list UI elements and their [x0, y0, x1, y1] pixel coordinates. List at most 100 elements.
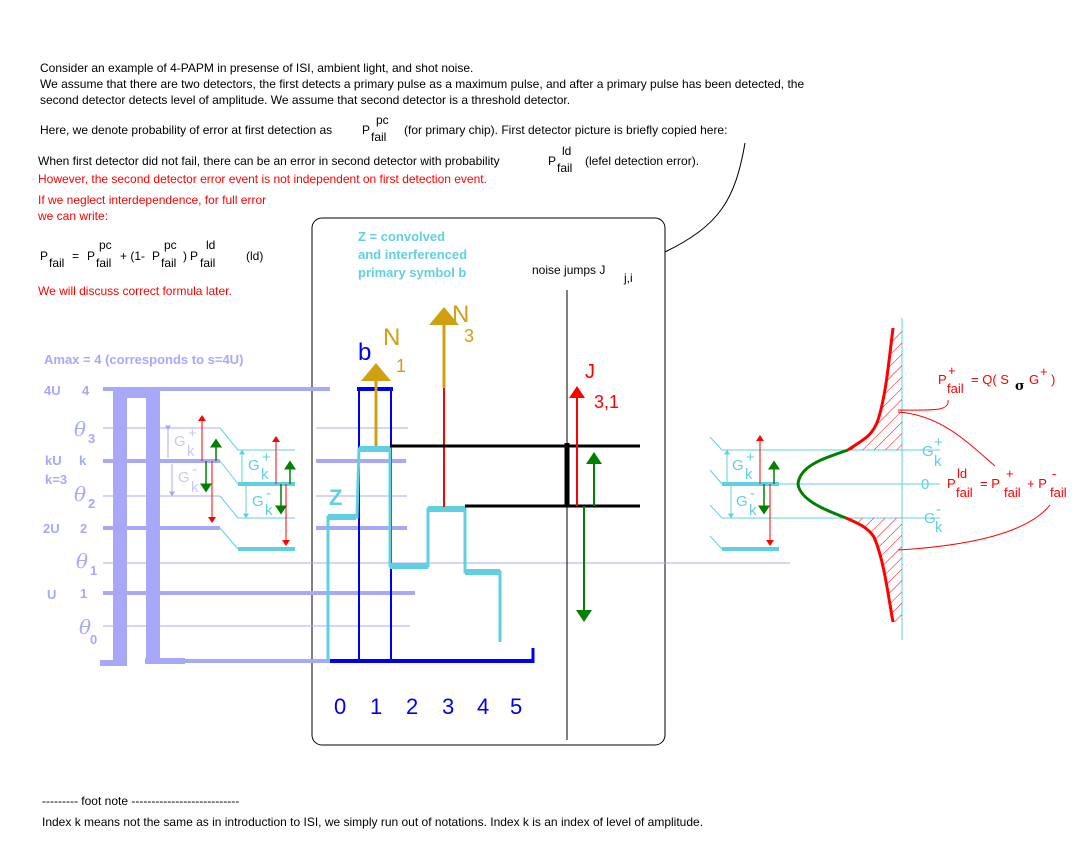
- sym-P: P: [362, 123, 370, 137]
- n3-index: 3: [464, 326, 474, 346]
- right-zero: 0: [921, 476, 929, 493]
- time-ticks: 0 1 2 3 4 5: [334, 694, 522, 719]
- sub: k: [749, 502, 757, 519]
- sub: fail: [1050, 485, 1067, 500]
- G: G: [1029, 372, 1039, 387]
- f-P: P: [190, 249, 198, 263]
- intro-text: Consider an example of 4-PAPM in presens…: [37, 61, 804, 298]
- theta: θ: [76, 549, 88, 573]
- sub: k: [187, 443, 195, 460]
- n1-index: 1: [396, 356, 406, 376]
- theta: θ: [74, 417, 86, 441]
- n1-label: N: [383, 324, 400, 351]
- sup: +: [934, 434, 943, 451]
- z-label: Z: [329, 485, 342, 510]
- theta: θ: [74, 482, 86, 506]
- intro-line-5b: (lefel detection error).: [585, 154, 699, 168]
- f-close: ): [183, 249, 187, 263]
- G-plus: G: [248, 457, 260, 474]
- sup: -: [192, 461, 197, 478]
- max-pulse-bar: [100, 389, 185, 666]
- p-fail-ld-symbol: P ld fail: [548, 144, 572, 175]
- sym-P: P: [548, 154, 556, 168]
- j-index: 3,1: [594, 392, 619, 412]
- label-k3: k=3: [45, 472, 67, 487]
- f-sub: fail: [200, 256, 215, 270]
- eq: = P: [980, 476, 1000, 491]
- detector-thresholds: [390, 443, 640, 508]
- label-4U: 4U: [44, 383, 61, 398]
- G-minus: G: [252, 493, 264, 510]
- sym-sub: fail: [557, 161, 572, 175]
- f-sup: pc: [99, 238, 112, 252]
- sup: +: [746, 449, 755, 466]
- intro-line-2: We assume that there are two detectors, …: [40, 77, 804, 91]
- callout-line: [664, 142, 746, 253]
- gk-bracket-left: G + k G - k: [165, 415, 222, 523]
- sym-sup: ld: [562, 144, 571, 158]
- amax-label: Amax = 4 (corresponds to s=4U): [44, 352, 243, 367]
- intro-line-3: second detector detects level of amplitu…: [40, 93, 570, 107]
- sub: fail: [947, 381, 964, 396]
- G-plus: G: [732, 457, 744, 474]
- theta-index: 0: [90, 632, 97, 647]
- threshold-labels: θ 3 θ 2 θ 1 θ 0: [74, 417, 97, 647]
- sup: -: [750, 485, 755, 502]
- neglect-line-2: we can write:: [37, 209, 108, 223]
- sub: fail: [956, 485, 973, 500]
- intro-line-4b: (for primary chip). First detector pictu…: [404, 123, 727, 137]
- sigma: σ: [1015, 379, 1025, 394]
- gk-bracket-cyan: [219, 427, 296, 551]
- label-2U: 2U: [43, 521, 60, 536]
- f-P: P: [152, 249, 160, 263]
- tick-5: 5: [510, 694, 522, 719]
- label-1: 1: [80, 586, 87, 601]
- full-error-formula: P fail = P pc fail + (1- P pc fail ) P l…: [40, 238, 263, 270]
- theta-index: 3: [88, 431, 95, 446]
- sup: +: [1040, 364, 1048, 379]
- close: ): [1051, 372, 1055, 387]
- label-2: 2: [80, 521, 87, 536]
- f-P: P: [87, 249, 95, 263]
- later-note: We will discuss correct formula later.: [38, 284, 232, 298]
- sym-P: P: [938, 372, 947, 387]
- sup: +: [948, 363, 956, 378]
- n3-label: N: [452, 301, 469, 328]
- p-fail-plus-formula: P + fail = Q( S σ G + ): [938, 363, 1055, 396]
- amplitude-levels: [103, 387, 790, 663]
- sup: +: [262, 449, 271, 466]
- sub: fail: [1004, 485, 1021, 500]
- noise-jumps-label: noise jumps J: [532, 263, 605, 277]
- gaussian-center: [796, 448, 849, 520]
- tick-3: 3: [442, 694, 454, 719]
- f-sup: ld: [206, 238, 215, 252]
- sub: k: [934, 453, 942, 470]
- z-waveform-steps: [328, 446, 500, 575]
- f-sup: pc: [164, 238, 177, 252]
- z-waveform: [326, 447, 502, 661]
- f-sub: fail: [49, 256, 64, 270]
- sub: k: [191, 479, 199, 496]
- label-4: 4: [82, 383, 90, 398]
- upper-tail-hatch: [848, 328, 902, 450]
- neglect-line-1: If we neglect interdependence, for full …: [38, 193, 266, 207]
- plus: + P: [1027, 476, 1047, 491]
- f-sub: fail: [96, 256, 111, 270]
- theta-index: 2: [88, 496, 95, 511]
- warning-line: However, the second detector error event…: [38, 172, 487, 186]
- sup: ld: [957, 466, 967, 481]
- level-labels: 4U 4 kU k k=3 2U 2 U 1: [43, 383, 90, 602]
- f-tag: (ld): [246, 249, 263, 263]
- sup: -: [1052, 466, 1056, 481]
- G-minus: G: [736, 493, 748, 510]
- sup: -: [936, 501, 941, 518]
- theta-index: 1: [90, 563, 97, 578]
- z-caption-3: primary symbol b: [358, 265, 466, 280]
- G-minus: G: [178, 469, 190, 486]
- sub: k: [261, 466, 269, 483]
- footnote-title: --------- foot note --------------------…: [42, 794, 239, 808]
- right-G-plus: G: [922, 443, 934, 460]
- sym-sup: pc: [376, 113, 389, 127]
- footnote-text: Index k means not the same as in introdu…: [42, 815, 703, 829]
- j-label: J: [585, 361, 595, 383]
